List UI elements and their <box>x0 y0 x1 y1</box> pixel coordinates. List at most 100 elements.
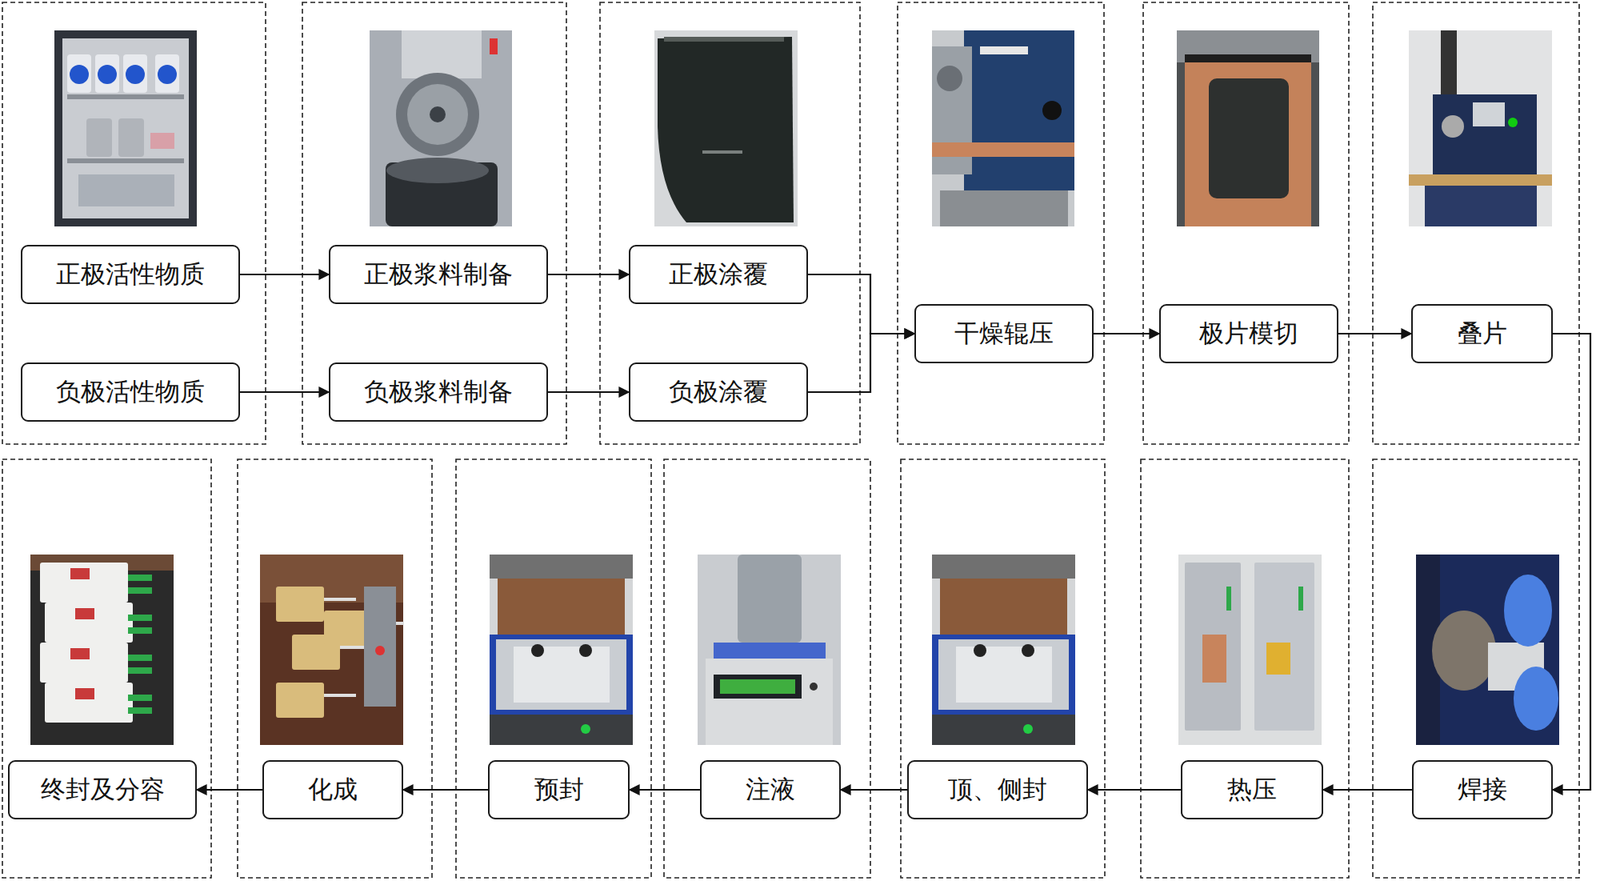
photo <box>1176 30 1320 227</box>
photo-part <box>150 132 175 149</box>
dashed-frame <box>302 2 567 444</box>
photo-part <box>401 30 482 79</box>
dashed-frame <box>1372 459 1580 878</box>
photo-part <box>809 682 818 691</box>
flow-arrow <box>548 391 629 393</box>
pouch-cell <box>1184 562 1241 731</box>
photo-ground <box>1178 554 1322 745</box>
process-box: 干燥辊压 <box>914 304 1094 364</box>
photo-part <box>1441 115 1464 138</box>
photo-part <box>1432 94 1537 183</box>
step-label: 负极涂覆 <box>668 378 768 406</box>
step-label: 干燥辊压 <box>954 320 1054 348</box>
step-label: 注液 <box>745 776 796 804</box>
photo-part <box>429 106 446 123</box>
process-box: 化成 <box>262 760 404 820</box>
process-box: 终封及分容 <box>8 760 197 820</box>
photo-ground <box>1176 30 1320 227</box>
photo-ground <box>932 554 1076 745</box>
flow-arrow <box>629 788 700 791</box>
photo <box>932 30 1075 227</box>
photo-part <box>1023 724 1033 734</box>
photo-part <box>932 714 1076 745</box>
photo-part <box>155 54 180 93</box>
process-box: 叠片 <box>1411 304 1553 364</box>
flow-arrow <box>548 273 629 276</box>
photo-part <box>97 64 117 84</box>
process-box: 负极浆料制备 <box>328 362 548 422</box>
photo-part <box>67 158 184 164</box>
process-box: 负极活性物质 <box>20 362 240 422</box>
photo-part <box>86 118 112 157</box>
photo-part <box>1432 610 1496 691</box>
step-label: 极片模切 <box>1199 320 1299 348</box>
photo-part <box>938 639 1069 710</box>
photo-part <box>932 634 1076 715</box>
step-label: 焊接 <box>1457 776 1508 804</box>
photo-part <box>956 646 1052 703</box>
photo-part <box>67 94 184 100</box>
photo-part <box>964 30 1075 191</box>
photo-part <box>531 644 544 657</box>
photo <box>489 554 633 745</box>
pouch-cell <box>44 682 133 723</box>
photo <box>369 30 512 227</box>
dashed-frame <box>1372 2 1580 444</box>
photo-part <box>1202 634 1227 683</box>
photo-part <box>489 554 633 579</box>
photo-part <box>128 627 152 634</box>
photo-part <box>973 644 987 657</box>
step-label: 正极涂覆 <box>668 260 768 288</box>
photo-part <box>1208 78 1289 199</box>
pouch-cell <box>276 682 324 718</box>
photo-ground <box>654 30 798 227</box>
photo <box>54 30 197 227</box>
dashed-frame <box>897 2 1104 444</box>
photo-part <box>1226 586 1232 611</box>
process-box: 正极活性物质 <box>20 244 240 304</box>
photo-part <box>1184 54 1312 63</box>
photo-part <box>123 54 148 93</box>
flow-arrow <box>808 333 915 392</box>
photo-part <box>702 150 743 154</box>
photo-part <box>1021 644 1035 657</box>
dashed-frame <box>1143 2 1349 444</box>
dashed-frame <box>1140 459 1349 878</box>
photo-ground <box>489 554 633 745</box>
photo-part <box>580 724 591 734</box>
process-box: 正极浆料制备 <box>328 244 548 304</box>
process-box: 焊接 <box>1412 760 1553 820</box>
photo-part <box>936 65 963 92</box>
photo-part <box>70 568 90 580</box>
photo-part <box>67 54 92 93</box>
glove <box>1513 666 1559 731</box>
photo <box>654 30 798 227</box>
photo-part <box>375 645 385 656</box>
photo-part <box>489 634 633 715</box>
pouch-cell <box>44 602 133 643</box>
photo-part <box>940 578 1068 635</box>
photo <box>697 554 841 745</box>
dashed-frame <box>2 2 266 444</box>
step-label: 终封及分容 <box>40 776 165 804</box>
flow-arrow <box>1552 333 1591 790</box>
step-label: 预封 <box>534 776 584 804</box>
photo-part <box>78 174 175 207</box>
photo-part <box>737 554 802 643</box>
photo-ground <box>697 554 841 745</box>
step-label: 化成 <box>308 776 358 804</box>
photo-part <box>95 54 120 93</box>
photo-part <box>128 667 152 674</box>
pouch-cell <box>1254 562 1315 731</box>
photo-ground <box>54 30 197 227</box>
step-label: 顶、侧封 <box>948 776 1048 804</box>
photo-part <box>1472 102 1505 127</box>
flow-arrow <box>840 788 908 791</box>
pouch-cell <box>40 562 128 603</box>
photo-part <box>128 614 152 621</box>
photo-part <box>705 658 833 745</box>
photo-part <box>75 608 95 620</box>
photo <box>30 554 174 745</box>
